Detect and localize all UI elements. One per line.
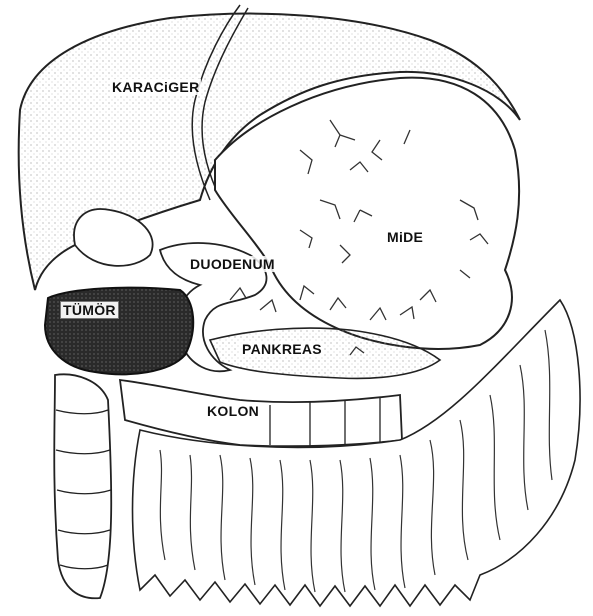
label-tumor: TÜMÖR bbox=[60, 301, 119, 319]
label-pancreas: PANKREAS bbox=[240, 341, 324, 357]
label-liver: KARACiGER bbox=[110, 79, 201, 95]
stomach-shape bbox=[215, 78, 519, 349]
label-colon: KOLON bbox=[205, 403, 261, 419]
label-duodenum: DUODENUM bbox=[188, 256, 277, 272]
label-stomach: MiDE bbox=[385, 229, 425, 245]
ascending-colon-shape bbox=[54, 374, 111, 598]
